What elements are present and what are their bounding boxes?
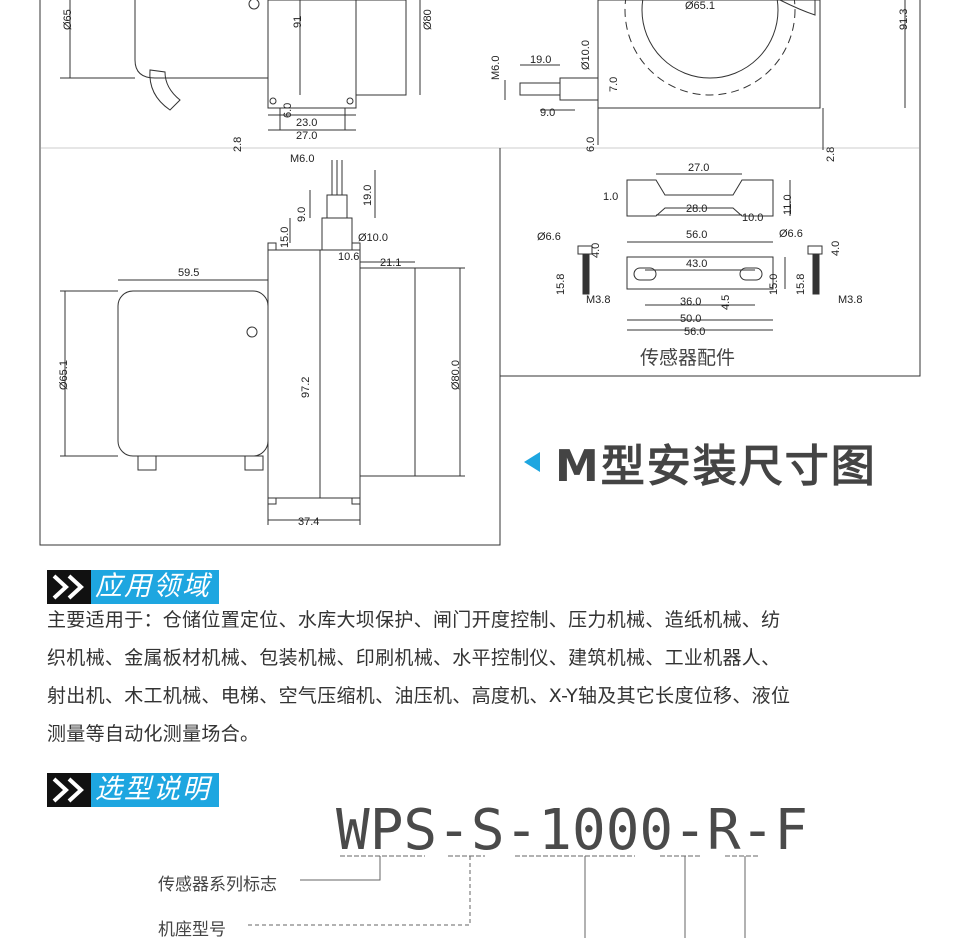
dimension-label: Ø6.6 bbox=[537, 231, 561, 243]
dimension-label: 15.0 bbox=[768, 273, 780, 295]
dimension-label: Ø65.1 bbox=[685, 0, 715, 12]
dimension-label: M3.8 bbox=[838, 294, 863, 306]
model-code: WPS-S-1000-R-F bbox=[336, 798, 809, 863]
dimension-label: M3.8 bbox=[586, 294, 611, 306]
dimension-label: 2.8 bbox=[825, 146, 837, 162]
dimension-label: Ø65 bbox=[62, 9, 74, 30]
dimension-label: 9.0 bbox=[296, 206, 308, 222]
dimension-label: 11.0 bbox=[782, 194, 794, 215]
dimension-label: Ø65.1 bbox=[58, 360, 70, 390]
dimension-label: 36.0 bbox=[680, 296, 702, 308]
application-line: 射出机、木工机械、电梯、空气压缩机、油压机、高度机、X-Y轴及其它长度位移、液位 bbox=[47, 685, 791, 707]
dimension-label: 91 bbox=[292, 15, 304, 28]
double-chevron-icon bbox=[47, 570, 91, 604]
application-heading-text: 应用领域 bbox=[91, 570, 219, 604]
dimension-label: 10.0 bbox=[742, 212, 764, 224]
dimension-label: 27.0 bbox=[296, 130, 318, 142]
dimension-label: 1.0 bbox=[603, 191, 619, 203]
base-model-label: 机座型号 bbox=[158, 920, 226, 940]
dimension-label: Ø6.6 bbox=[779, 228, 803, 240]
dimension-label: 9.0 bbox=[540, 107, 556, 119]
selection-heading: 选型说明 bbox=[47, 770, 219, 810]
dimension-label: 50.0 bbox=[680, 313, 702, 325]
dimension-label: Ø10.0 bbox=[580, 40, 592, 70]
application-line: 织机械、金属板材机械、包装机械、印刷机械、水平控制仪、建筑机械、工业机器人、 bbox=[47, 647, 781, 669]
application-text: 主要适用于：仓储位置定位、水库大坝保护、闸门开度控制、压力机械、造纸机械、纺 织… bbox=[47, 601, 927, 753]
selection-heading-text: 选型说明 bbox=[91, 773, 219, 807]
mounting-drawing bbox=[39, 0, 921, 546]
dimension-label: 7.0 bbox=[608, 76, 620, 92]
dimension-label: 10.6 bbox=[338, 251, 360, 263]
dimension-label: 27.0 bbox=[688, 162, 710, 174]
accessories-label: 传感器配件 bbox=[640, 347, 736, 369]
dimension-label: 15.8 bbox=[795, 273, 807, 295]
dimension-label: 19.0 bbox=[530, 54, 552, 66]
title-marker-icon bbox=[524, 452, 540, 472]
dimension-label: 43.0 bbox=[686, 258, 708, 270]
drawing-title: M型安装尺寸图 bbox=[555, 441, 877, 492]
dimension-label: 97.2 bbox=[300, 376, 312, 398]
dimension-label: 21.1 bbox=[380, 257, 402, 269]
dimension-label: 91.3 bbox=[898, 8, 910, 30]
dimension-label: Ø80 bbox=[422, 9, 434, 30]
model-callout-lines bbox=[245, 855, 760, 938]
dimension-label: 15.8 bbox=[555, 273, 567, 295]
dimension-label: 2.8 bbox=[232, 136, 244, 152]
dimension-label: 37.4 bbox=[298, 516, 320, 528]
application-line: 测量等自动化测量场合。 bbox=[47, 723, 260, 745]
double-chevron-icon bbox=[47, 773, 91, 807]
dimension-label: 4.0 bbox=[830, 240, 842, 256]
series-mark-label: 传感器系列标志 bbox=[158, 875, 277, 895]
application-line: 主要适用于：仓储位置定位、水库大坝保护、闸门开度控制、压力机械、造纸机械、纺 bbox=[47, 609, 781, 631]
dimension-label: Ø10.0 bbox=[358, 232, 388, 244]
dimension-label: 59.5 bbox=[178, 267, 200, 279]
dimension-label: M6.0 bbox=[490, 55, 502, 80]
dimension-label: 4.5 bbox=[720, 294, 732, 310]
dimension-label: 56.0 bbox=[686, 229, 708, 241]
dimension-label: 28.0 bbox=[686, 203, 708, 215]
dimension-label: Ø80.0 bbox=[450, 360, 462, 390]
dimension-label: M6.0 bbox=[290, 153, 315, 165]
dimension-label: 56.0 bbox=[684, 326, 706, 338]
dimension-label: 19.0 bbox=[362, 184, 374, 206]
application-heading: 应用领域 bbox=[47, 567, 219, 607]
dimension-label: 6.0 bbox=[585, 136, 597, 152]
dimension-label: 23.0 bbox=[296, 117, 318, 129]
dimension-label: 4.0 bbox=[590, 242, 602, 258]
dimension-label: 15.0 bbox=[279, 226, 291, 248]
dimension-label: 6.0 bbox=[282, 102, 294, 118]
